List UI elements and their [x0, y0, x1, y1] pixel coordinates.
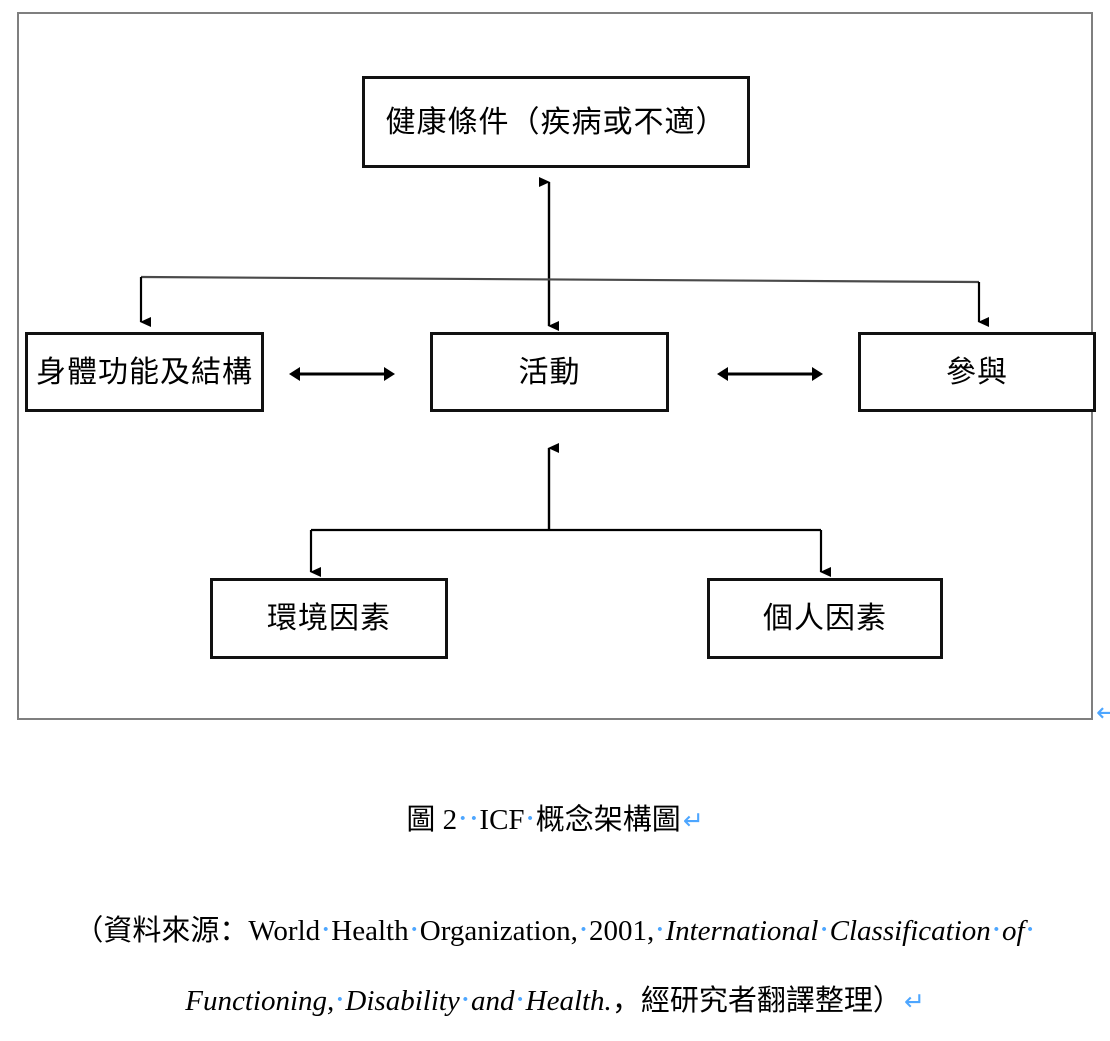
node-environmental-factors[interactable]: 環境因素: [210, 578, 448, 659]
node-body-functions-structures-label: 身體功能及結構: [36, 355, 253, 389]
space-mark-icon: ·: [819, 916, 829, 944]
space-mark-icon: ·: [461, 986, 470, 1014]
source-line-2: Functioning,·Disability·and·Health.，經研究者…: [0, 977, 1110, 1019]
space-mark-icon: ·: [321, 916, 330, 944]
source-comma: ，: [611, 985, 641, 1017]
node-activity[interactable]: 活動: [430, 332, 669, 412]
node-environmental-factors-label: 環境因素: [267, 602, 391, 635]
node-health-condition-label: 健康條件（疾病或不適）: [385, 105, 727, 139]
node-health-condition[interactable]: 健康條件（疾病或不適）: [362, 76, 750, 168]
figure-caption: 圖 2··ICF·概念架構圖↵: [0, 796, 1110, 838]
space-mark-icon: ·: [515, 986, 525, 1014]
source-author-2: Health: [331, 915, 409, 947]
source-author-3: Organization,: [419, 915, 578, 947]
space-mark-icon: ·: [410, 916, 419, 944]
source-year: 2001,: [589, 915, 655, 947]
source-author: World: [248, 915, 321, 947]
space-mark-icon: ·: [579, 916, 588, 944]
source-suffix: 經研究者翻譯整理）: [640, 985, 902, 1017]
space-mark-icon: ·: [992, 916, 1001, 944]
node-body-functions-structures[interactable]: 身體功能及結構: [25, 332, 264, 412]
figure-number: 圖 2: [406, 804, 458, 836]
source-line-1: （資料來源：World·Health·Organization,·2001,·I…: [0, 907, 1110, 949]
connector-factors-activity: [309, 443, 831, 577]
space-mark-icon: ·: [655, 916, 664, 944]
source-prefix: （資料來源：: [74, 915, 249, 947]
source-title-word-6: and: [470, 985, 515, 1017]
paragraph-return-icon: ↵: [1096, 698, 1110, 728]
space-mark-icon: ·: [469, 805, 478, 833]
node-personal-factors[interactable]: 個人因素: [707, 578, 943, 659]
space-mark-icon: ·: [526, 805, 535, 833]
node-personal-factors-label: 個人因素: [763, 602, 887, 635]
space-mark-icon: ·: [1025, 916, 1035, 944]
source-title-word-2: Classification: [829, 915, 991, 947]
paragraph-return-icon: ↵: [903, 987, 925, 1016]
node-participation-label: 參與: [946, 355, 1008, 389]
diagram-frame: 健康條件（疾病或不適） 身體功能及結構 活動 參與 環境因素 個人因素: [17, 12, 1096, 720]
space-mark-icon: ·: [335, 986, 344, 1014]
connector-health-branches: [139, 275, 989, 327]
node-participation[interactable]: 參與: [858, 332, 1096, 412]
node-activity-label: 活動: [518, 355, 581, 389]
source-title-word-3: of: [1001, 915, 1025, 947]
figure-title-cn: 概念架構圖: [535, 804, 681, 836]
source-title-word-7: Health.: [525, 985, 612, 1017]
figure-title-abbr: ICF: [479, 804, 525, 836]
source-title-word-1: International: [665, 915, 819, 947]
space-mark-icon: ·: [458, 805, 467, 833]
source-title-word-4: Functioning,: [185, 985, 335, 1017]
source-title-word-5: Disability: [345, 985, 460, 1017]
paragraph-return-icon: ↵: [682, 806, 704, 835]
